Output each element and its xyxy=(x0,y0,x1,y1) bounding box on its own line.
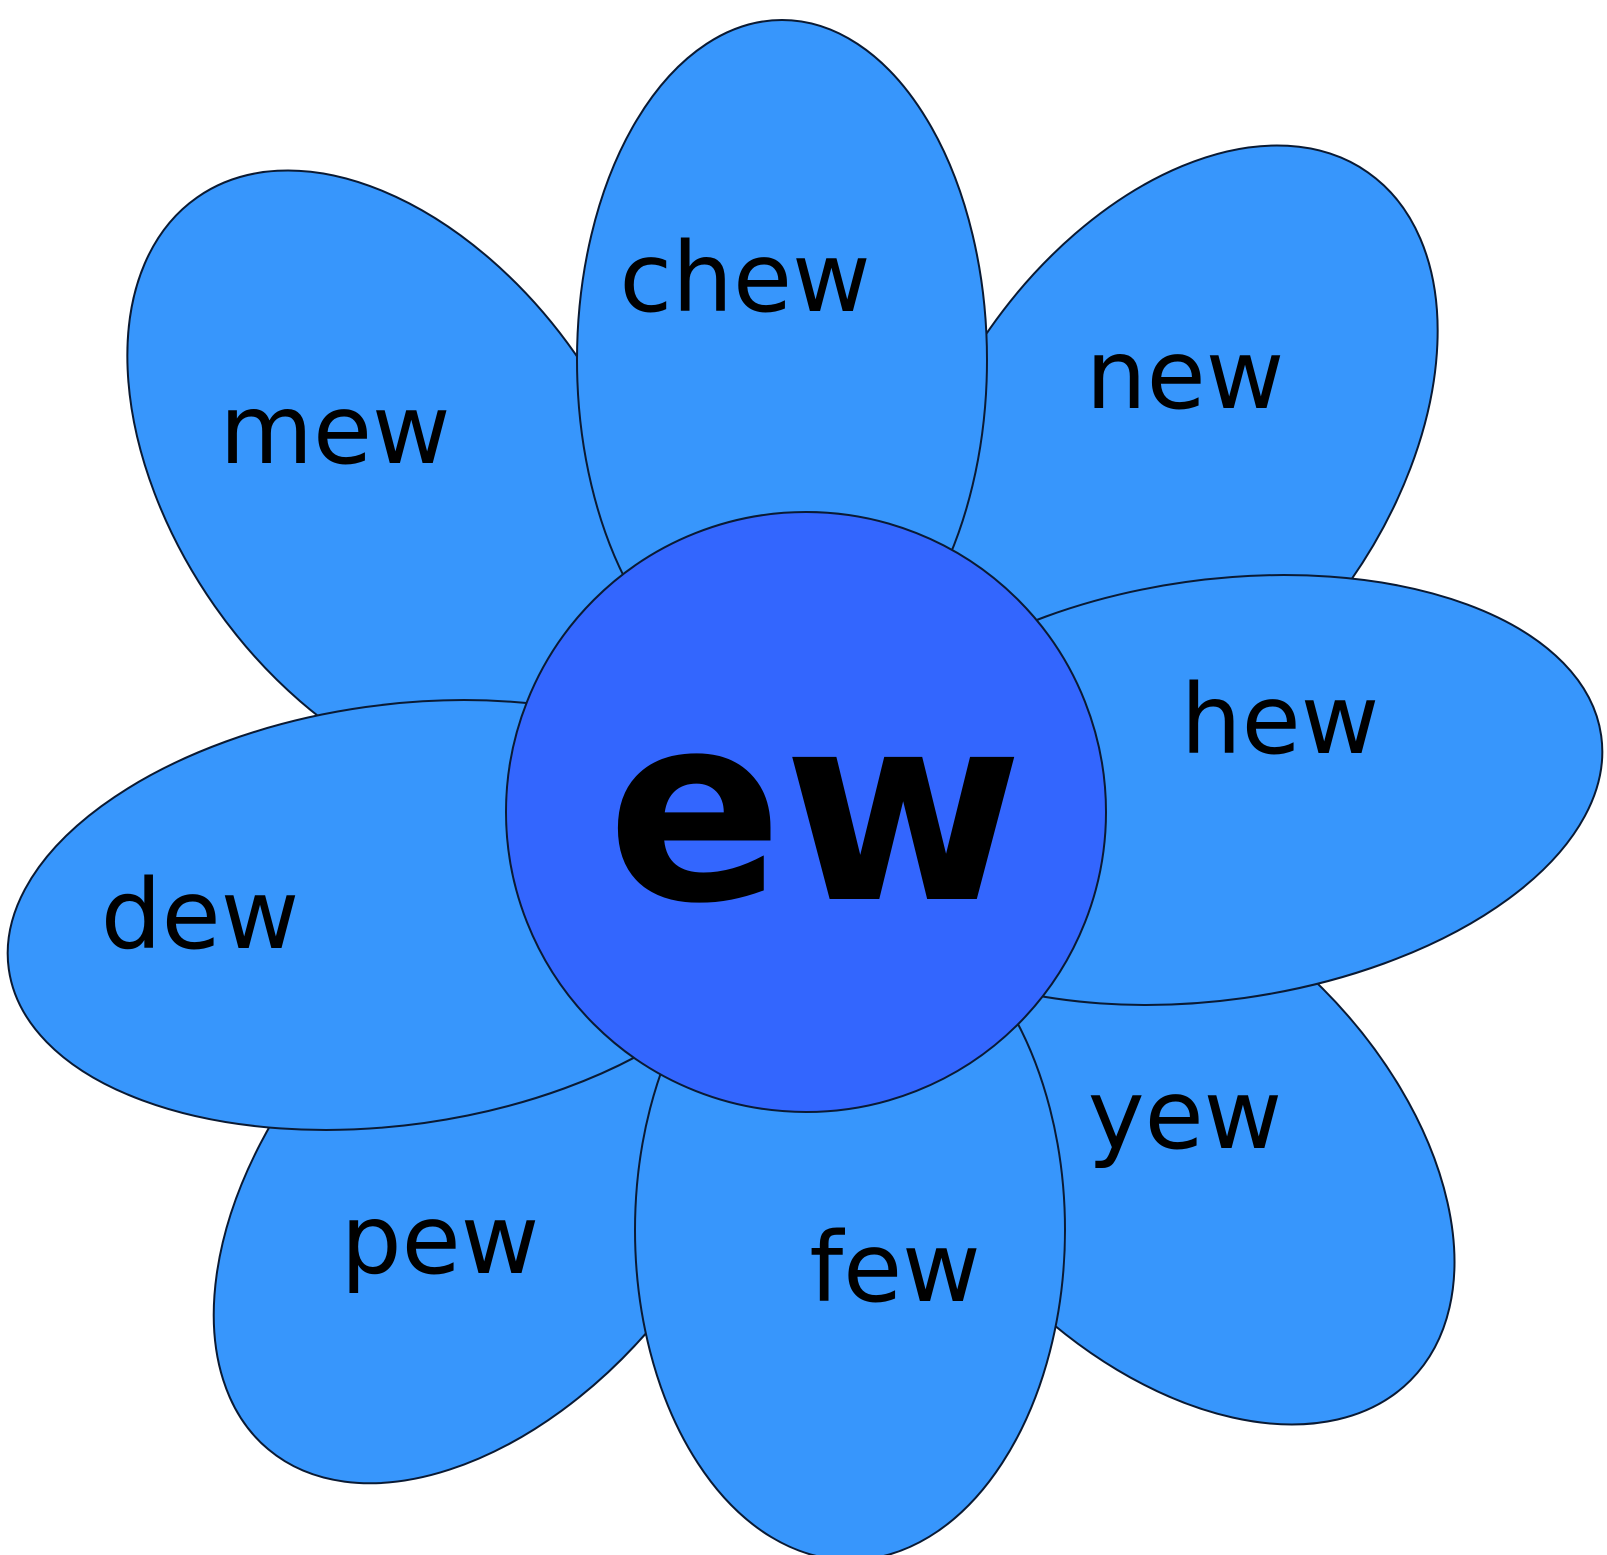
petal-label-new: new xyxy=(1086,319,1284,431)
petal-label-few: few xyxy=(809,1212,980,1324)
petal-label-pew: pew xyxy=(341,1184,540,1296)
petal-label-chew: chew xyxy=(619,222,870,334)
petal-label-yew: yew xyxy=(1088,1059,1282,1171)
petal-label-mew: mew xyxy=(219,374,450,486)
petal-label-hew: hew xyxy=(1181,664,1379,776)
center-label: ew xyxy=(607,659,1024,961)
petal-label-dew: dew xyxy=(101,859,300,971)
